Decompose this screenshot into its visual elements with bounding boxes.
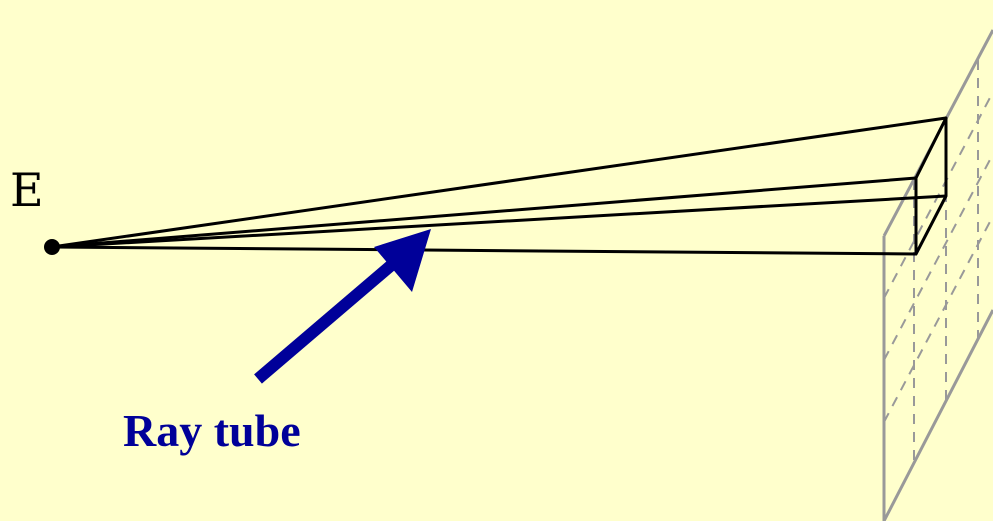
callout-arrow bbox=[254, 229, 431, 384]
arrow-head bbox=[374, 229, 431, 292]
image-plane bbox=[882, 29, 993, 521]
tube-edge-lower bbox=[51, 194, 947, 249]
ray-tube bbox=[51, 116, 948, 256]
arrow-shaft bbox=[254, 257, 399, 384]
eye-label: E bbox=[10, 163, 44, 217]
tube-edge-bottom bbox=[51, 245, 917, 256]
eye-point bbox=[44, 239, 60, 255]
grid-line bbox=[883, 153, 993, 361]
image-plane-bottom-edge bbox=[882, 309, 993, 521]
grid-line bbox=[883, 215, 993, 423]
pixel-box-front bbox=[914, 116, 948, 256]
tube-edge-middle bbox=[51, 176, 917, 249]
callout-label: Ray tube bbox=[123, 405, 301, 456]
tube-edge-top bbox=[51, 116, 947, 249]
image-plane-grid bbox=[883, 60, 993, 465]
